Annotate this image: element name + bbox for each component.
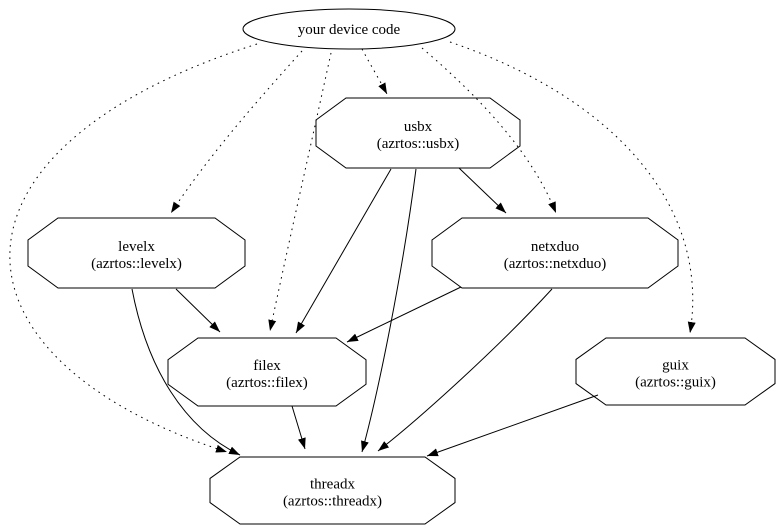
edge-device-usbx — [361, 48, 388, 95]
edge-device-levelx — [170, 50, 303, 214]
usbx-label: usbx — [404, 119, 433, 135]
edge-usbx-filex — [295, 168, 392, 334]
edge-netxduo-filex — [346, 286, 462, 343]
node-usbx: usbx(azrtos::usbx) — [315, 97, 521, 169]
edge-levelx-filex — [175, 288, 221, 333]
levelx-sublabel: (azrtos::levelx) — [91, 256, 182, 272]
levelx-label: levelx — [118, 239, 155, 255]
guix-label: guix — [662, 358, 689, 374]
usbx-sublabel: (azrtos::usbx) — [377, 136, 459, 152]
threadx-octagon-shape — [209, 456, 456, 525]
node-guix: guix(azrtos::guix) — [575, 337, 776, 406]
edge-device-netxduo — [421, 47, 557, 214]
netxduo-sublabel: (azrtos::netxduo) — [504, 256, 606, 272]
filex-octagon-shape — [167, 337, 367, 407]
levelx-octagon-shape — [27, 217, 246, 289]
node-filex: filex(azrtos::filex) — [167, 337, 367, 407]
netxduo-octagon-shape — [431, 217, 679, 289]
netxduo-label: netxduo — [531, 239, 579, 255]
edge-usbx-threadx — [361, 168, 417, 453]
edge-guix-threadx — [426, 394, 599, 457]
edges-layer — [9, 41, 696, 457]
guix-sublabel: (azrtos::guix) — [635, 375, 716, 391]
usbx-octagon-shape — [315, 97, 521, 169]
filex-sublabel: (azrtos::filex) — [226, 375, 308, 391]
edge-netxduo-threadx — [377, 288, 553, 452]
node-device: your device code — [242, 8, 456, 50]
nodes-layer: your device codeusbx(azrtos::usbx)levelx… — [27, 8, 776, 525]
edge-device-threadx — [9, 43, 258, 453]
edge-usbx-netxduo — [458, 167, 507, 214]
device-label: your device code — [298, 22, 401, 38]
edge-levelx-threadx — [131, 288, 241, 456]
edge-device-guix — [449, 41, 696, 334]
device-ellipse-shape — [242, 8, 456, 50]
edge-filex-threadx — [291, 405, 306, 450]
filex-label: filex — [253, 358, 281, 374]
guix-octagon-shape — [575, 337, 776, 406]
node-threadx: threadx(azrtos::threadx) — [209, 456, 456, 525]
threadx-label: threadx — [310, 477, 355, 493]
node-levelx: levelx(azrtos::levelx) — [27, 217, 246, 289]
threadx-sublabel: (azrtos::threadx) — [283, 494, 382, 510]
node-netxduo: netxduo(azrtos::netxduo) — [431, 217, 679, 289]
